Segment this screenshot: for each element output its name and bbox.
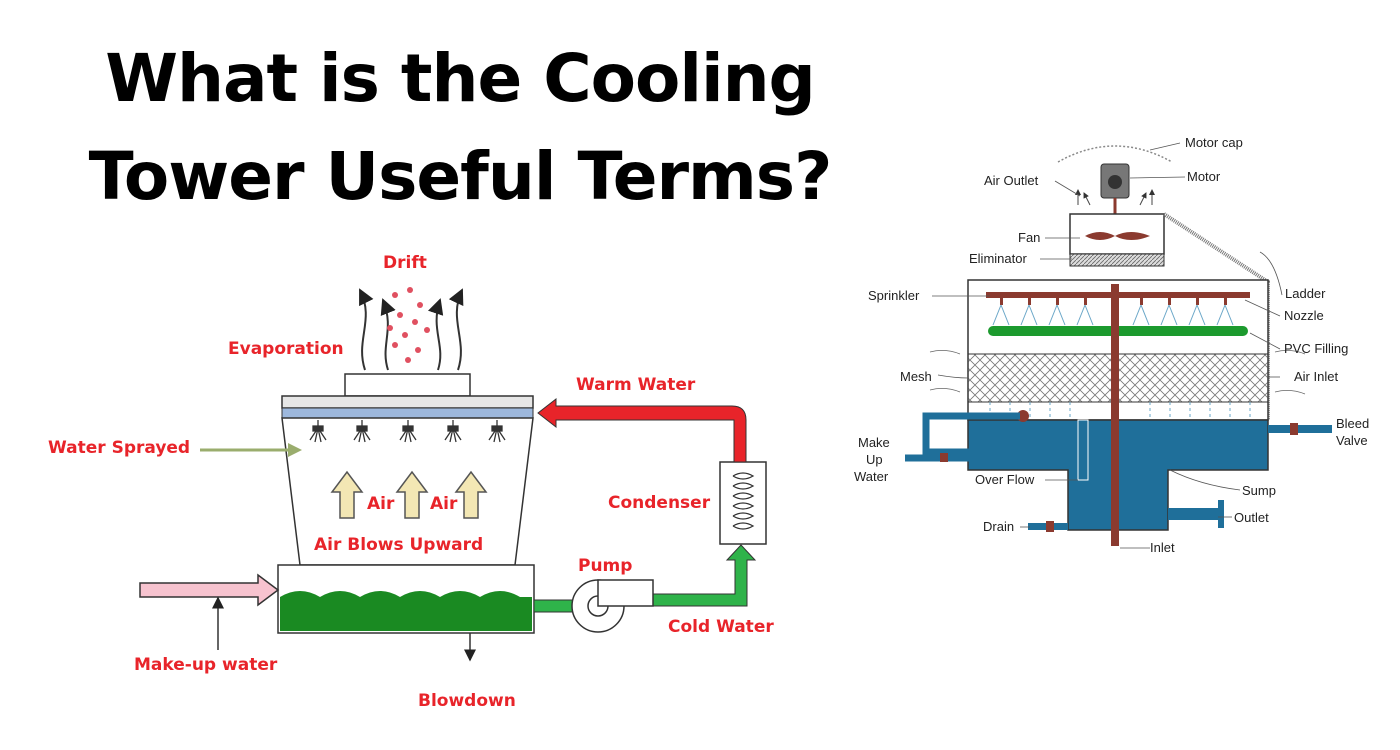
drift-vapor-arrows	[359, 288, 464, 371]
makeup-pipe	[905, 412, 1020, 462]
label-air-1: Air	[367, 494, 395, 514]
drift-droplets	[387, 287, 430, 363]
left-cooling-tower-diagram: Drift Evaporation Warm Water Water Spray…	[48, 253, 774, 711]
label-pump: Pump	[578, 556, 632, 576]
label-air-inlet: Air Inlet	[1294, 369, 1338, 384]
label-air-2: Air	[430, 494, 458, 514]
label-cold-water: Cold Water	[668, 617, 774, 637]
spray-nozzles	[309, 420, 506, 443]
right-cooling-tower-diagram: Motor cap Motor Air Outlet Fan Eliminato…	[854, 135, 1369, 555]
nozzles	[1000, 298, 1227, 305]
label-condenser: Condenser	[608, 493, 711, 513]
label-makeup-water: Make-up water	[134, 655, 278, 675]
outlet-flange	[1218, 500, 1224, 528]
warm-water-pipe	[537, 397, 747, 463]
label-bleed: Bleed	[1336, 416, 1369, 431]
basin-water	[280, 591, 532, 631]
label-warm-water: Warm Water	[576, 375, 696, 395]
air-inlet-wisps	[929, 350, 1306, 395]
falling-water	[989, 402, 1251, 420]
outlet-pipe	[1168, 508, 1220, 520]
makeup-valve	[940, 453, 948, 462]
fan-stack	[344, 373, 471, 397]
makeup-water-arrow	[139, 573, 280, 607]
motor-hub	[1108, 175, 1122, 189]
overflow-pipe	[1077, 419, 1089, 481]
air-up-arrows	[330, 470, 488, 519]
label-motor-cap: Motor cap	[1185, 135, 1243, 150]
label-outlet: Outlet	[1234, 510, 1269, 525]
label-evaporation: Evaporation	[228, 339, 344, 359]
drain-valve	[1046, 521, 1054, 532]
bleed-valve	[1290, 423, 1298, 435]
label-over-flow: Over Flow	[975, 472, 1035, 487]
condenser	[719, 461, 767, 545]
label-ladder: Ladder	[1285, 286, 1326, 301]
label-inlet: Inlet	[1150, 540, 1175, 555]
title-line-1: What is the Cooling	[105, 40, 816, 117]
label-valve: Valve	[1336, 433, 1368, 448]
fan-blades	[1085, 232, 1150, 240]
motor-cap-arc	[1057, 145, 1173, 163]
label-water: Water	[854, 469, 889, 484]
spray-header-pipe	[281, 407, 534, 419]
label-drain: Drain	[983, 519, 1014, 534]
label-sump: Sump	[1242, 483, 1276, 498]
label-pvc-filling: PVC Filling	[1284, 341, 1348, 356]
label-fan: Fan	[1018, 230, 1040, 245]
label-make: Make	[858, 435, 890, 450]
label-water-sprayed: Water Sprayed	[48, 438, 190, 458]
label-eliminator: Eliminator	[969, 251, 1027, 266]
top-deck	[281, 395, 534, 409]
label-air-outlet: Air Outlet	[984, 173, 1039, 188]
page-title: What is the Cooling Tower Useful Terms?	[40, 30, 880, 226]
inlet-riser	[1111, 284, 1119, 546]
eliminator	[1069, 253, 1165, 267]
label-sprinkler: Sprinkler	[868, 288, 920, 303]
water-sprayed-arrowhead	[288, 443, 302, 457]
leader-lines	[932, 142, 1283, 549]
spray-lines	[992, 304, 1234, 326]
label-motor: Motor	[1187, 169, 1221, 184]
fan-housing	[1069, 213, 1165, 255]
air-outlet-arrows	[1075, 189, 1155, 206]
label-nozzle: Nozzle	[1284, 308, 1324, 323]
label-up: Up	[866, 452, 883, 467]
label-air-blows-upward: Air Blows Upward	[314, 535, 483, 555]
bleed-pipe	[1268, 425, 1332, 433]
label-mesh: Mesh	[900, 369, 932, 384]
pump	[571, 579, 654, 633]
title-line-2: Tower Useful Terms?	[88, 138, 833, 215]
label-drift: Drift	[383, 253, 427, 273]
label-blowdown: Blowdown	[418, 691, 516, 711]
